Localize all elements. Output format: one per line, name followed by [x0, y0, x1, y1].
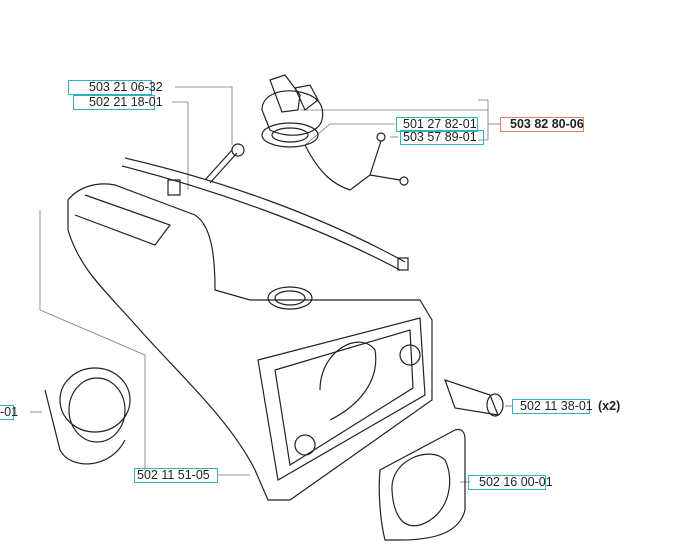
part-label[interactable]: 502 11 38-01: [520, 399, 593, 413]
pin: [444, 379, 504, 417]
quantity-label: (x2): [598, 399, 621, 413]
fuel-cap: [261, 74, 324, 148]
part-box: [134, 468, 218, 483]
part-label[interactable]: 503 57 89-01: [403, 130, 477, 144]
part-box: [0, 405, 14, 420]
part-box: [73, 95, 155, 110]
part-label[interactable]: 501 27 82-01: [403, 117, 477, 131]
leader-lines: [30, 86, 512, 483]
part-box: [468, 475, 546, 490]
part-box: [68, 80, 152, 95]
kit-box: [500, 117, 584, 132]
part-label[interactable]: 503 21 06-32: [89, 80, 163, 94]
part-label[interactable]: 502 16 00-01: [479, 475, 553, 489]
part-box: [396, 117, 478, 132]
filter-ring: [44, 367, 131, 465]
part-label[interactable]: 502 21 18-01: [89, 95, 163, 109]
kit-label[interactable]: 503 82 80-06: [510, 117, 584, 131]
part-box: [512, 399, 590, 414]
part-label[interactable]: 502 11 51-05: [137, 468, 210, 482]
gasket: [378, 428, 466, 541]
fuel-tank: [67, 183, 433, 501]
tank-band: [121, 157, 409, 271]
retainer-strap: [304, 132, 409, 191]
part-label[interactable]: -01: [0, 405, 19, 419]
part-box: [400, 130, 484, 145]
screw: [204, 143, 245, 184]
